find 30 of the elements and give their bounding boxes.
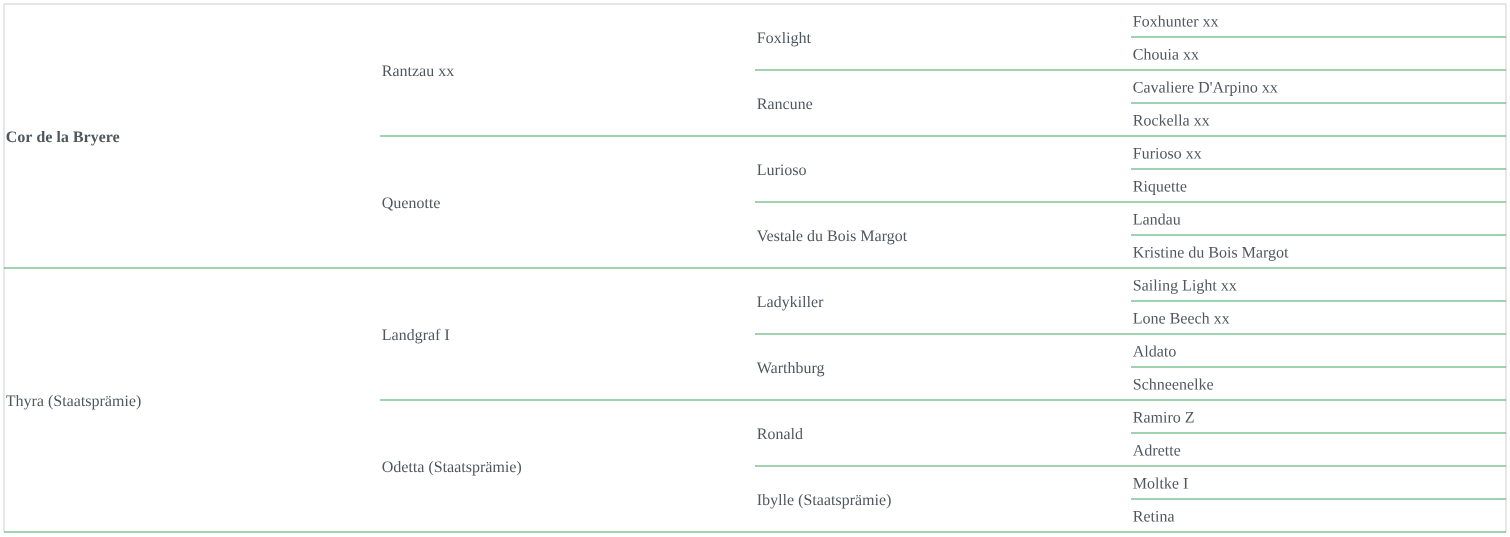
horse-name: Rockella xx [1133,114,1210,126]
horse-name: Landau [1133,213,1181,225]
horse-name: Ladykiller [757,295,824,311]
horse-name: Chouia xx [1133,48,1199,60]
horse-name: Adrette [1132,444,1181,456]
horse-name: Retina [1133,510,1175,522]
horse-name: Aldato [1132,345,1176,357]
horse-name: Rantzau xx [382,65,454,77]
horse-name: Cor de la Bryere [6,130,120,146]
horse-name: Warthburg [756,361,825,377]
horse-name: Thyra (Staatsprämie) [6,394,141,410]
horse-name: Foxhunter xx [1133,15,1219,27]
horse-name: Lurioso [757,164,806,176]
horse-name: Schneenelke [1133,378,1214,390]
horse-name: Cavaliere D'Arpino xx [1133,81,1278,96]
horse-name: Landgraf I [382,328,450,344]
horse-name: Rancune [757,98,813,110]
horse-name: Kristine du Bois Margot [1133,246,1289,261]
horse-name: Moltke I [1133,477,1188,489]
horse-name: Ramiro Z [1133,411,1194,423]
horse-name: Vestale du Bois Margot [756,229,908,245]
horse-name: Ronald [757,427,803,440]
horse-name: Riquette [1133,180,1187,195]
horse-name: Ibylle (Staatsprämie) [757,493,891,509]
horse-name: Sailing Light xx [1133,279,1237,294]
horse-name: Quenotte [382,197,440,211]
horse-name: Foxlight [757,31,811,47]
horse-name: Furioso xx [1133,147,1202,159]
horse-name: Odetta (Staatsprämie) [382,460,522,476]
horse-name: Lone Beech xx [1133,312,1230,324]
